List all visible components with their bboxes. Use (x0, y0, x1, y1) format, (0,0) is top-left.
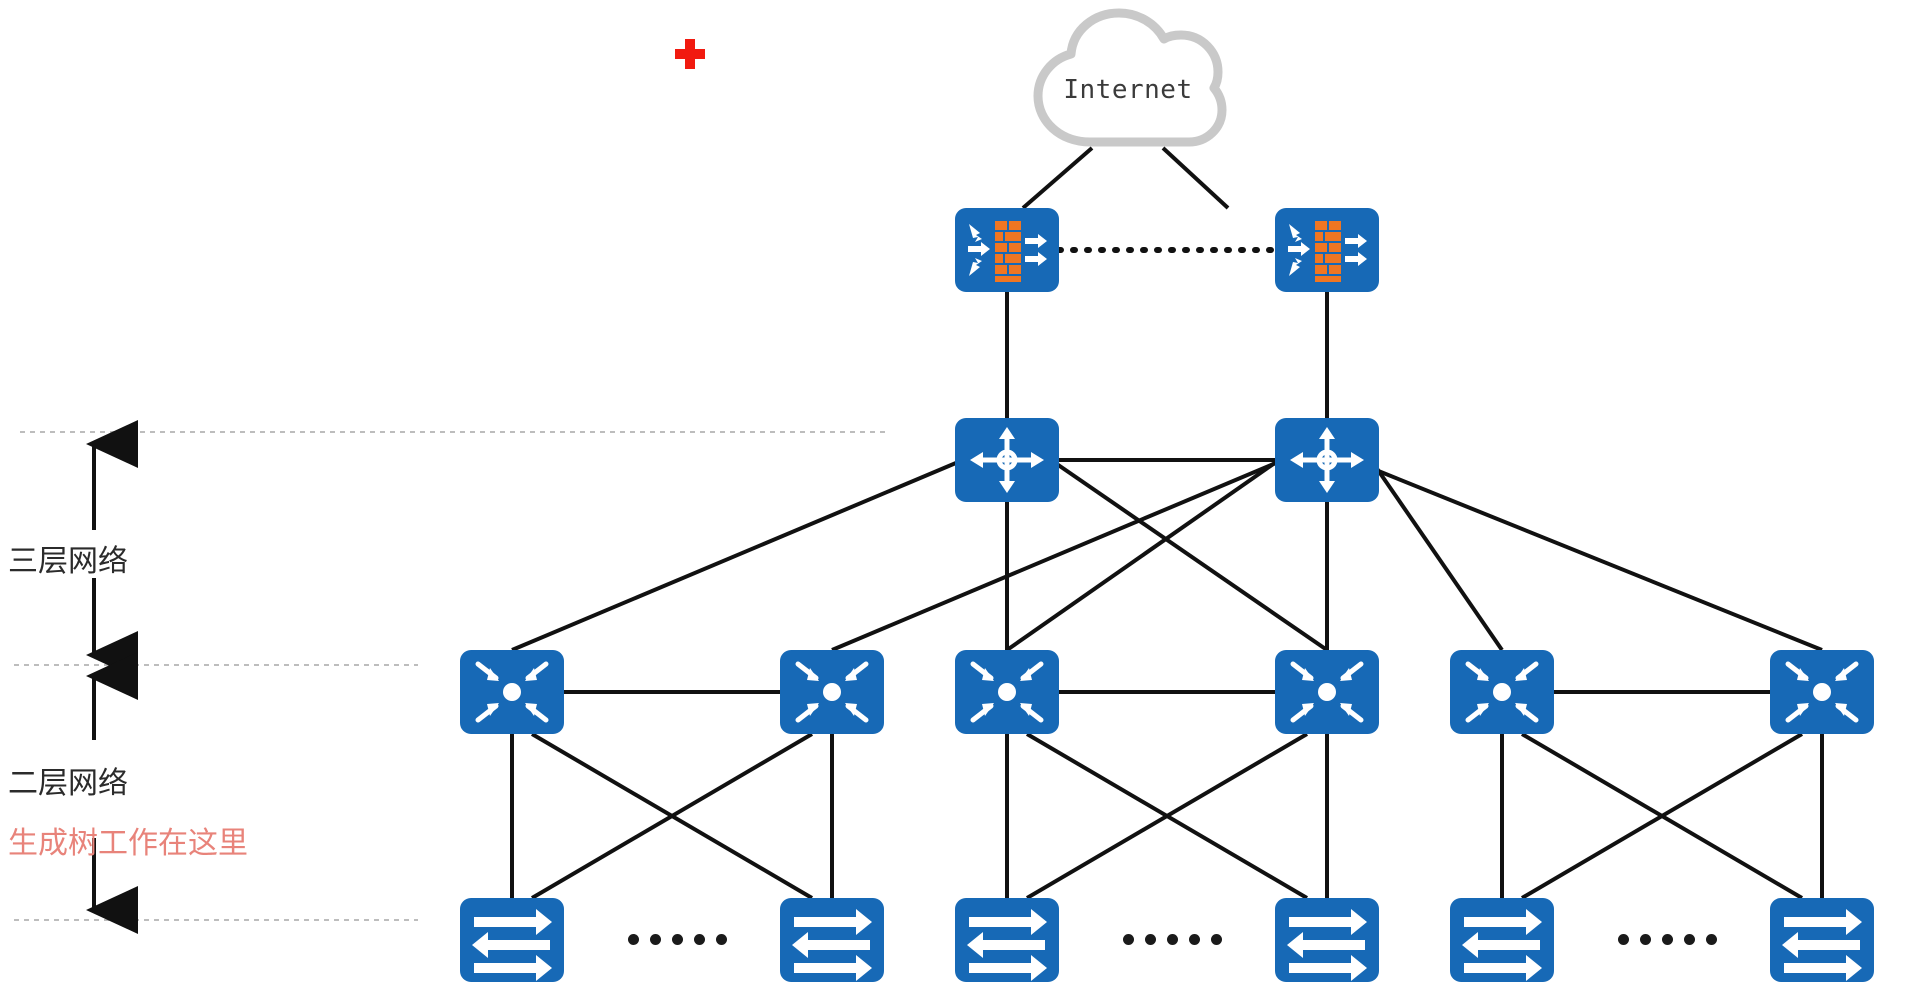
internet-label: Internet (1063, 74, 1193, 105)
ellipsis-dot (672, 934, 683, 945)
link-coreleft-agg4 (1049, 458, 1329, 652)
access-switch-4[interactable] (1275, 898, 1379, 982)
link-coreright-agg2 (831, 458, 1284, 652)
ellipsis-dot (1189, 934, 1200, 945)
aggregation-switch-icon (780, 650, 884, 734)
access-ellipsis-1 (628, 934, 727, 945)
ellipsis-dot (650, 934, 661, 945)
firewall-left[interactable] (955, 208, 1059, 292)
cloud-icon (1033, 8, 1227, 147)
red-cross-marker (672, 36, 708, 77)
zone-label-layer3: 三层网络 (8, 544, 128, 579)
access-switch-icon (780, 898, 884, 982)
ellipsis-dot (1167, 934, 1178, 945)
router-icon (1275, 418, 1379, 502)
zone-label-stp-note: 生成树工作在这里 (8, 826, 248, 861)
aggregation-switch-4[interactable] (1275, 650, 1379, 734)
firewall-icon (955, 208, 1059, 292)
firewall-right[interactable] (1275, 208, 1379, 292)
access-switch-icon (1450, 898, 1554, 982)
access-switch-5[interactable] (1450, 898, 1554, 982)
core-switch-left[interactable] (955, 418, 1059, 502)
internet-cloud: Internet (1028, 8, 1228, 153)
access-ellipsis-3 (1618, 934, 1717, 945)
ellipsis-dot (1145, 934, 1156, 945)
access-switch-6[interactable] (1770, 898, 1874, 982)
link-agg2-acc1 (530, 732, 814, 900)
access-switch-icon (1275, 898, 1379, 982)
aggregation-switch-icon (1450, 650, 1554, 734)
aggregation-switch-icon (460, 650, 564, 734)
link-coreright-agg6 (1370, 466, 1823, 652)
red-cross-icon (675, 39, 705, 69)
ellipsis-dot (1684, 934, 1695, 945)
access-switch-icon (955, 898, 1059, 982)
router-icon (955, 418, 1059, 502)
cloud-uplinks (1021, 146, 1230, 210)
link-cloud-fwleft (1021, 146, 1094, 210)
aggregation-switch-5[interactable] (1450, 650, 1554, 734)
aggregation-switch-3[interactable] (955, 650, 1059, 734)
ellipsis-dot (1618, 934, 1629, 945)
access-ellipsis-2 (1123, 934, 1222, 945)
ellipsis-dot (1123, 934, 1134, 945)
ellipsis-dot (1640, 934, 1651, 945)
zone-boundary-lines (14, 431, 890, 921)
aggregation-to-access-links (510, 732, 1824, 900)
ellipsis-dot (716, 934, 727, 945)
access-switch-icon (460, 898, 564, 982)
zone-label-layer2: 二层网络 (8, 766, 128, 801)
aggregation-switch-icon (1770, 650, 1874, 734)
access-switch-3[interactable] (955, 898, 1059, 982)
link-agg4-acc3 (1025, 732, 1309, 900)
link-agg6-acc5 (1520, 732, 1804, 900)
aggregation-switch-icon (955, 650, 1059, 734)
access-switch-2[interactable] (780, 898, 884, 982)
aggregation-switch-6[interactable] (1770, 650, 1874, 734)
ellipsis-dot (694, 934, 705, 945)
access-switch-icon (1770, 898, 1874, 982)
ellipsis-dot (1211, 934, 1222, 945)
link-coreright-agg5 (1369, 458, 1504, 652)
link-coreleft-agg1 (511, 458, 964, 652)
aggregation-switch-2[interactable] (780, 650, 884, 734)
aggregation-switch-icon (1275, 650, 1379, 734)
ellipsis-dot (1662, 934, 1673, 945)
core-to-aggregation-links (511, 458, 1823, 652)
link-cloud-fwright (1161, 146, 1230, 210)
core-switch-right[interactable] (1275, 418, 1379, 502)
firewall-icon (1275, 208, 1379, 292)
ellipsis-dot (1706, 934, 1717, 945)
link-coreright-agg3 (1005, 458, 1281, 652)
ellipsis-dot (628, 934, 639, 945)
access-switch-1[interactable] (460, 898, 564, 982)
aggregation-switch-1[interactable] (460, 650, 564, 734)
